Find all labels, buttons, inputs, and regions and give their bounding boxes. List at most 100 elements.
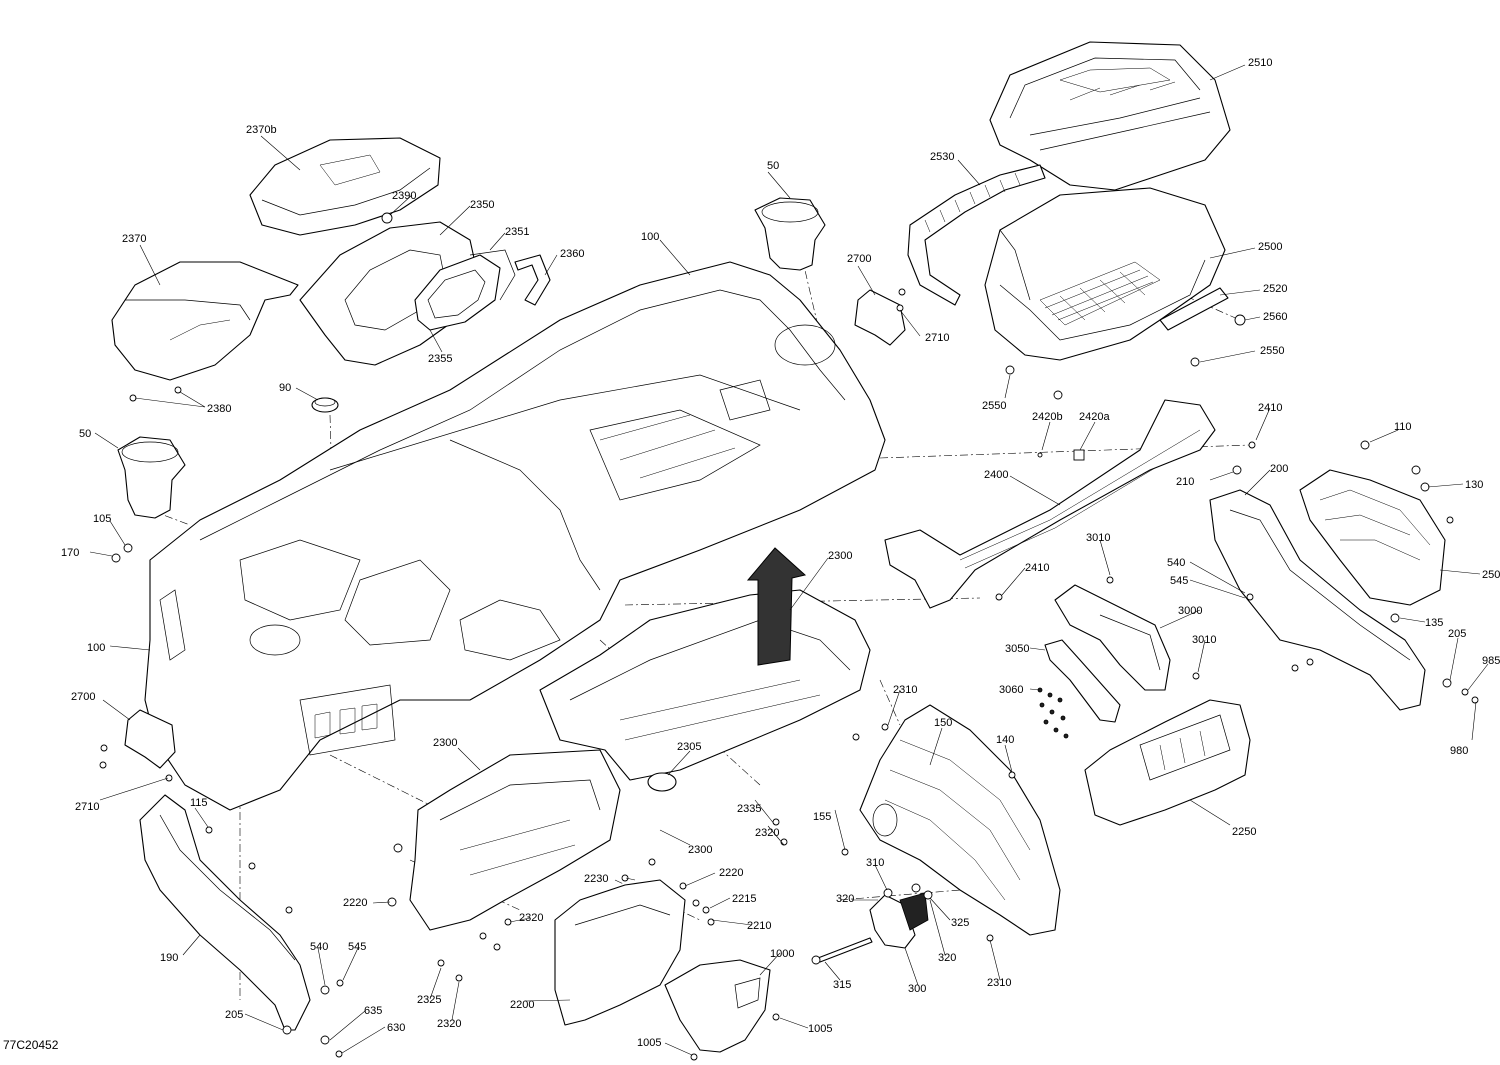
callout-210: 210 <box>1176 476 1194 488</box>
callout-2410: 2410 <box>1258 402 1282 414</box>
callout-300: 300 <box>908 983 926 995</box>
callout-2560: 2560 <box>1263 311 1287 323</box>
callout-2360: 2360 <box>560 248 584 260</box>
callout-3050: 3050 <box>1005 643 1029 655</box>
callout-2300: 2300 <box>433 737 457 749</box>
callout-2320: 2320 <box>519 912 543 924</box>
callout-2420b: 2420b <box>1032 411 1063 423</box>
cover-2305 <box>647 772 677 792</box>
callout-310: 310 <box>866 857 884 869</box>
callout-325: 325 <box>951 917 969 929</box>
callout-170: 170 <box>61 547 79 559</box>
ring-2351 <box>469 249 516 301</box>
clip-2360 <box>514 254 551 306</box>
callout-2500: 2500 <box>1258 241 1282 253</box>
callout-980: 980 <box>1450 745 1468 757</box>
callout-2220: 2220 <box>719 867 743 879</box>
callout-2230: 2230 <box>584 873 608 885</box>
callout-1000: 1000 <box>770 948 794 960</box>
callout-50: 50 <box>79 428 91 440</box>
storage-bin-2500 <box>984 187 1226 361</box>
callout-2320: 2320 <box>755 827 779 839</box>
callout-2210: 2210 <box>747 920 771 932</box>
callout-3010: 3010 <box>1192 634 1216 646</box>
callout-2420a: 2420a <box>1079 411 1110 423</box>
callout-630: 630 <box>387 1022 405 1034</box>
callout-2325: 2325 <box>417 994 441 1006</box>
callout-2200: 2200 <box>510 999 534 1011</box>
callout-2300: 2300 <box>688 844 712 856</box>
callout-200: 200 <box>1270 463 1288 475</box>
callout-1005: 1005 <box>637 1037 661 1049</box>
callout-labels: 2510 2370b 2530 50 2390 2350 2370 2351 2… <box>61 57 1500 1049</box>
switch-panel-2250 <box>1084 699 1251 826</box>
callout-320: 320 <box>836 893 854 905</box>
callout-2350: 2350 <box>470 199 494 211</box>
removal-direction-arrow <box>746 547 807 666</box>
callout-3000: 3000 <box>1178 605 1202 617</box>
callout-115: 115 <box>190 797 208 809</box>
fasteners <box>99 212 1479 1061</box>
drawing-code: 77C20452 <box>3 1038 59 1052</box>
strap-2530 <box>907 164 1046 306</box>
callout-2220: 2220 <box>343 897 367 909</box>
callout-100: 100 <box>641 231 659 243</box>
callout-2335: 2335 <box>737 803 761 815</box>
callout-90: 90 <box>279 382 291 394</box>
cup-holder-50-top <box>754 197 826 271</box>
side-panel-150 <box>859 704 1061 936</box>
callout-2215: 2215 <box>732 893 756 905</box>
callout-2700: 2700 <box>71 691 95 703</box>
frame-2355 <box>414 254 501 331</box>
callout-3060: 3060 <box>999 684 1023 696</box>
tray-2370 <box>111 261 299 381</box>
dashboard-100 <box>144 261 886 811</box>
callout-2400: 2400 <box>984 469 1008 481</box>
callout-190: 190 <box>160 952 178 964</box>
callout-540: 540 <box>1167 557 1185 569</box>
callout-2370: 2370 <box>122 233 146 245</box>
callout-2351: 2351 <box>505 226 529 238</box>
callout-1005: 1005 <box>808 1023 832 1035</box>
bracket-3050 <box>1044 639 1121 723</box>
callout-315: 315 <box>833 979 851 991</box>
callout-100: 100 <box>87 642 105 654</box>
callout-2310: 2310 <box>893 684 917 696</box>
callout-2390: 2390 <box>392 190 416 202</box>
callout-2710: 2710 <box>75 801 99 813</box>
rivets-3060 <box>1037 687 1069 739</box>
callout-150: 150 <box>934 717 952 729</box>
callout-2305: 2305 <box>677 741 701 753</box>
bracket-3000 <box>1054 584 1171 691</box>
pocket-2200 <box>554 879 686 1026</box>
callout-2380: 2380 <box>207 403 231 415</box>
callout-545: 545 <box>1170 575 1188 587</box>
callout-2320: 2320 <box>437 1018 461 1030</box>
bolt-315 <box>811 937 873 965</box>
callout-985: 985 <box>1482 655 1500 667</box>
bracket-2700-left <box>124 709 176 769</box>
callout-2520: 2520 <box>1263 283 1287 295</box>
crossbar-2400 <box>884 399 1216 609</box>
pocket-1000 <box>664 959 771 1053</box>
callout-320: 320 <box>938 952 956 964</box>
callout-130: 130 <box>1465 479 1483 491</box>
callout-50: 50 <box>767 160 779 172</box>
callout-2550: 2550 <box>1260 345 1284 357</box>
callout-545: 545 <box>348 941 366 953</box>
callout-205: 205 <box>225 1009 243 1021</box>
callout-2355: 2355 <box>428 353 452 365</box>
callout-110: 110 <box>1394 421 1412 433</box>
callout-635: 635 <box>364 1005 382 1017</box>
callout-205: 205 <box>1448 628 1466 640</box>
callout-2710: 2710 <box>925 332 949 344</box>
callout-2700: 2700 <box>847 253 871 265</box>
callout-2550: 2550 <box>982 400 1006 412</box>
cover-2370b <box>249 137 441 236</box>
callout-2310: 2310 <box>987 977 1011 989</box>
cup-holder-50-left <box>117 436 186 519</box>
callout-250: 250 <box>1482 569 1500 581</box>
callout-2530: 2530 <box>930 151 954 163</box>
callout-2510: 2510 <box>1248 57 1272 69</box>
